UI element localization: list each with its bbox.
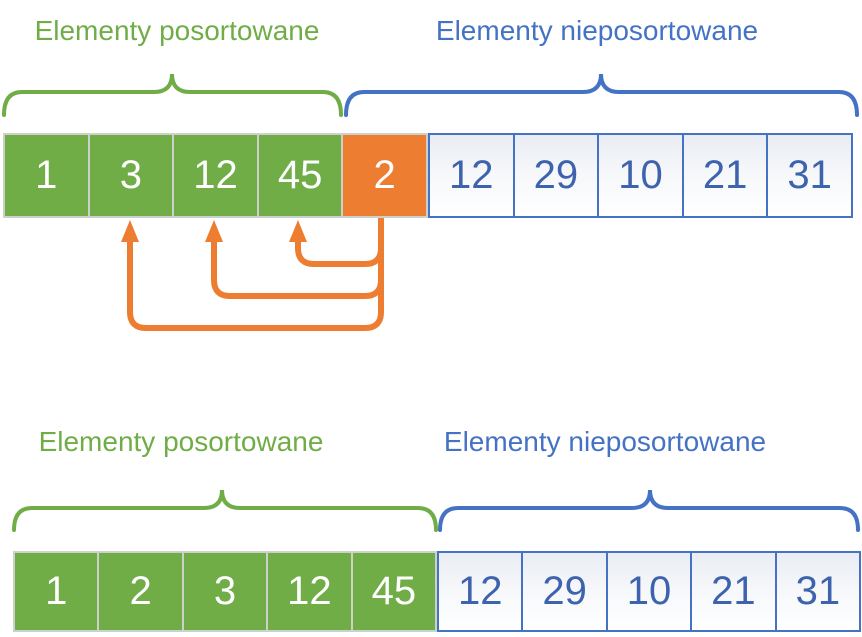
array-cell: 31 <box>774 553 860 630</box>
array-cell: 2 <box>97 553 182 630</box>
array-cell: 12 <box>266 553 351 630</box>
insertion-arrow-long <box>127 216 384 331</box>
array-cell: 12 <box>439 553 522 630</box>
sorted-label-top: Elementy posortowane <box>34 15 320 46</box>
insertion-arrow-short <box>295 216 384 267</box>
array-cell: 3 <box>181 553 267 630</box>
array-cell: 45 <box>350 553 436 630</box>
arrowhead-icon <box>205 220 223 242</box>
sorted-group-top: 1 3 12 45 2 <box>3 133 428 218</box>
array-cell: 21 <box>681 135 767 216</box>
array-cell: 10 <box>605 553 691 630</box>
arrowhead-icon <box>121 220 139 242</box>
insertion-arrow-medium <box>211 216 384 299</box>
array-cell: 31 <box>766 135 851 216</box>
sorted-brace-bottom <box>12 489 438 532</box>
unsorted-brace-top <box>344 73 859 117</box>
sorted-brace-top <box>2 73 343 117</box>
unsorted-group-bottom: 12 29 10 21 31 <box>437 551 861 632</box>
unsorted-group-top: 12 29 10 21 31 <box>428 133 853 218</box>
unsorted-label-top: Elementy nieposortowane <box>435 15 759 46</box>
sorted-group-bottom: 1 2 3 12 45 <box>13 551 437 632</box>
array-cell: 21 <box>690 553 775 630</box>
arrowhead-icon <box>289 220 307 242</box>
array-cell: 3 <box>87 135 173 216</box>
unsorted-label-bottom: Elementy nieposortowane <box>443 426 767 457</box>
array-row-step: 1 3 12 45 2 12 29 10 21 31 <box>3 133 853 218</box>
array-cell: 12 <box>430 135 513 216</box>
array-cell: 10 <box>597 135 682 216</box>
unsorted-brace-bottom <box>438 489 860 532</box>
array-cell: 1 <box>15 553 98 630</box>
inserting-cell: 2 <box>341 135 426 216</box>
array-row-result: 1 2 3 12 45 12 29 10 21 31 <box>13 551 861 632</box>
array-cell: 29 <box>521 553 606 630</box>
array-cell: 12 <box>172 135 257 216</box>
array-cell: 29 <box>512 135 598 216</box>
sorted-label-bottom: Elementy posortowane <box>38 426 324 457</box>
array-cell: 1 <box>5 135 88 216</box>
array-cell: 45 <box>256 135 342 216</box>
